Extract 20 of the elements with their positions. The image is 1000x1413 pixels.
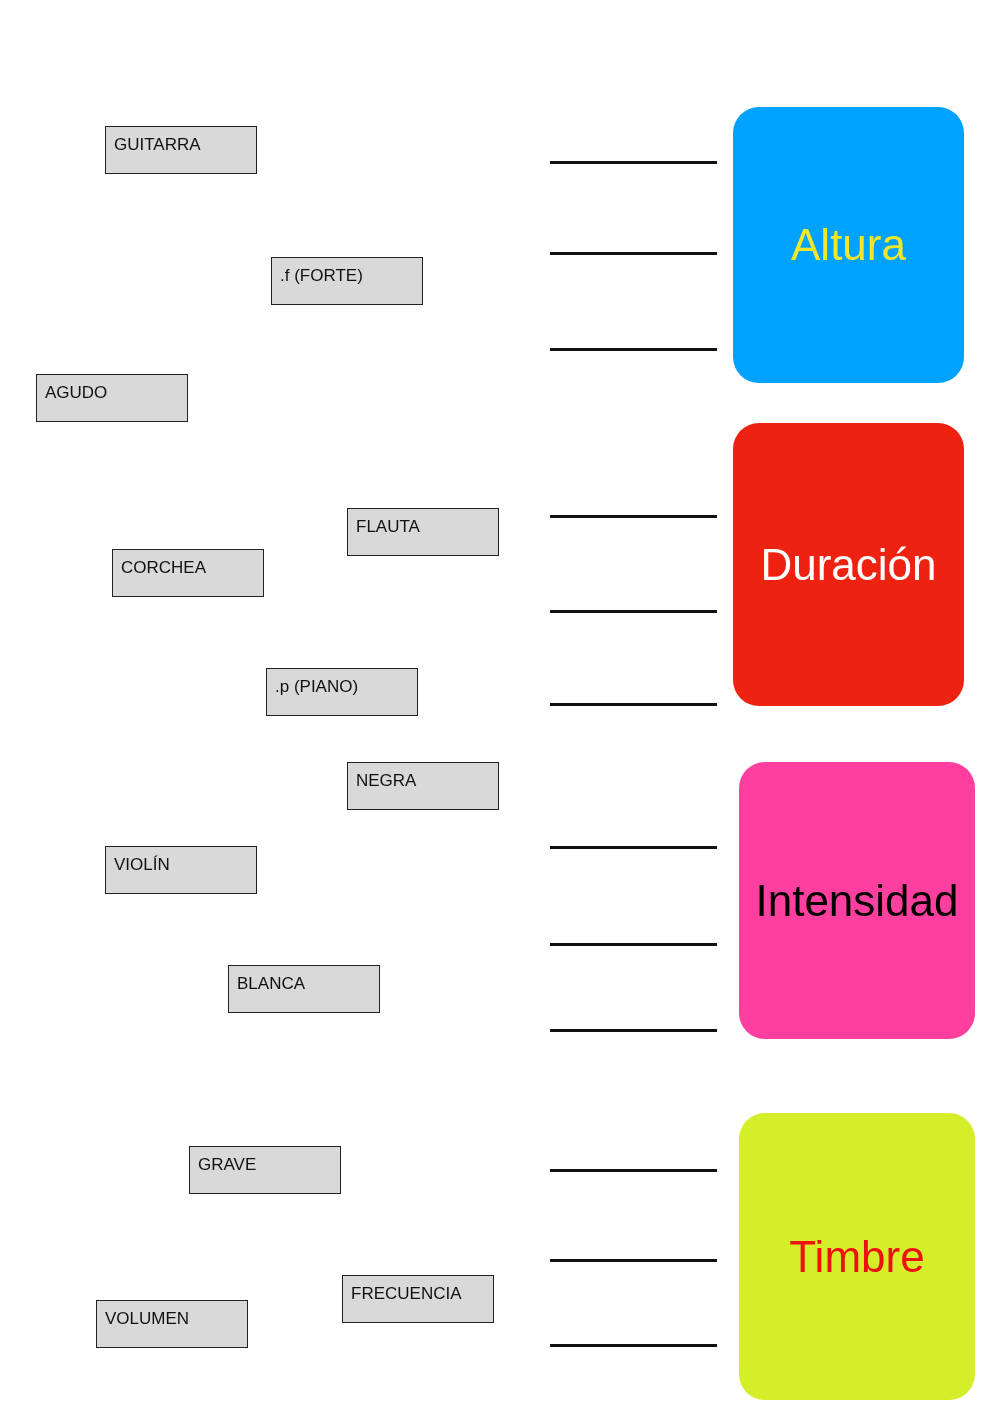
word-card: VOLUMEN bbox=[96, 1300, 248, 1348]
category-card bbox=[733, 423, 964, 706]
category-card bbox=[739, 762, 975, 1039]
word-card: VIOLÍN bbox=[105, 846, 257, 894]
word-card: FLAUTA bbox=[347, 508, 499, 556]
word-card: GUITARRA bbox=[105, 126, 257, 174]
category-title: Intensidad bbox=[755, 875, 959, 926]
category-title: Altura bbox=[791, 220, 906, 270]
word-card: .f (FORTE) bbox=[271, 257, 423, 305]
word-card: GRAVE bbox=[189, 1146, 341, 1194]
word-card: CORCHEA bbox=[112, 549, 264, 597]
word-card: BLANCA bbox=[228, 965, 380, 1013]
category-card bbox=[739, 1113, 975, 1400]
word-card: FRECUENCIA bbox=[342, 1275, 494, 1323]
word-card: NEGRA bbox=[347, 762, 499, 810]
word-card: AGUDO bbox=[36, 374, 188, 422]
word-card: .p (PIANO) bbox=[266, 668, 418, 716]
category-title: Timbre bbox=[789, 1231, 925, 1282]
category-title: Duración bbox=[760, 539, 937, 590]
category-card bbox=[733, 107, 964, 383]
